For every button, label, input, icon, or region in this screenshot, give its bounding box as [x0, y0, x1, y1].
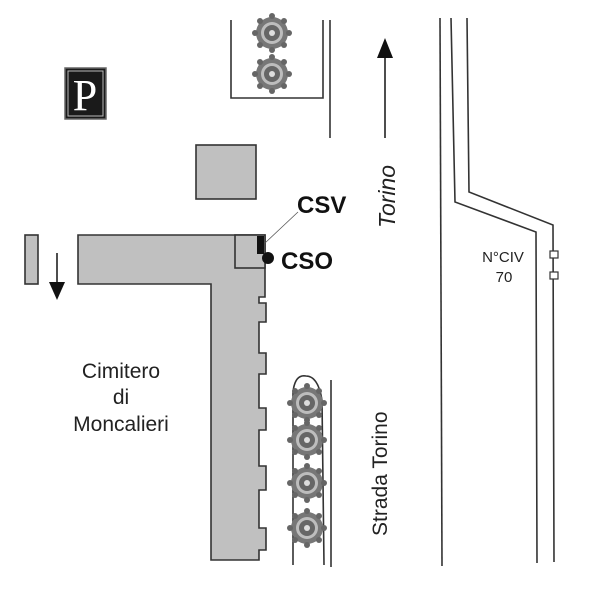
cemetery-label-line1: Cimitero	[82, 360, 160, 383]
cso-marker	[262, 252, 274, 264]
top-planter	[230, 13, 331, 138]
csv-marker	[257, 236, 264, 254]
tree-icon	[287, 383, 327, 423]
cemetery-label-line2: di	[113, 386, 129, 409]
road-edge	[466, 17, 555, 563]
cemetery-label-line3: Moncalieri	[73, 413, 169, 436]
road-edge	[439, 17, 443, 567]
cemetery-building	[77, 234, 267, 561]
tree-icon	[252, 54, 292, 94]
tree-icon	[252, 13, 292, 53]
csv-leader-line	[264, 211, 299, 244]
torino-direction-label: Torino	[374, 165, 400, 228]
parking-label: P	[73, 71, 97, 120]
csv-label: CSV	[297, 192, 346, 219]
street-label: Strada Torino	[369, 411, 392, 536]
north-arrow-icon	[377, 38, 393, 138]
bottom-planter	[287, 375, 332, 567]
tree-icon	[287, 463, 327, 503]
down-arrow-icon	[49, 253, 65, 300]
cso-label: CSO	[281, 248, 333, 275]
tree-icon	[287, 508, 327, 548]
road-edge	[450, 17, 538, 564]
small-building	[195, 144, 257, 200]
civic-number-value: 70	[496, 269, 513, 286]
civic-marker	[549, 250, 559, 259]
civic-number-label: N°CIV	[482, 249, 524, 266]
civic-marker	[549, 271, 559, 280]
tree-icon	[287, 420, 327, 460]
parking-icon: P	[64, 67, 107, 120]
narrow-building	[24, 234, 39, 285]
